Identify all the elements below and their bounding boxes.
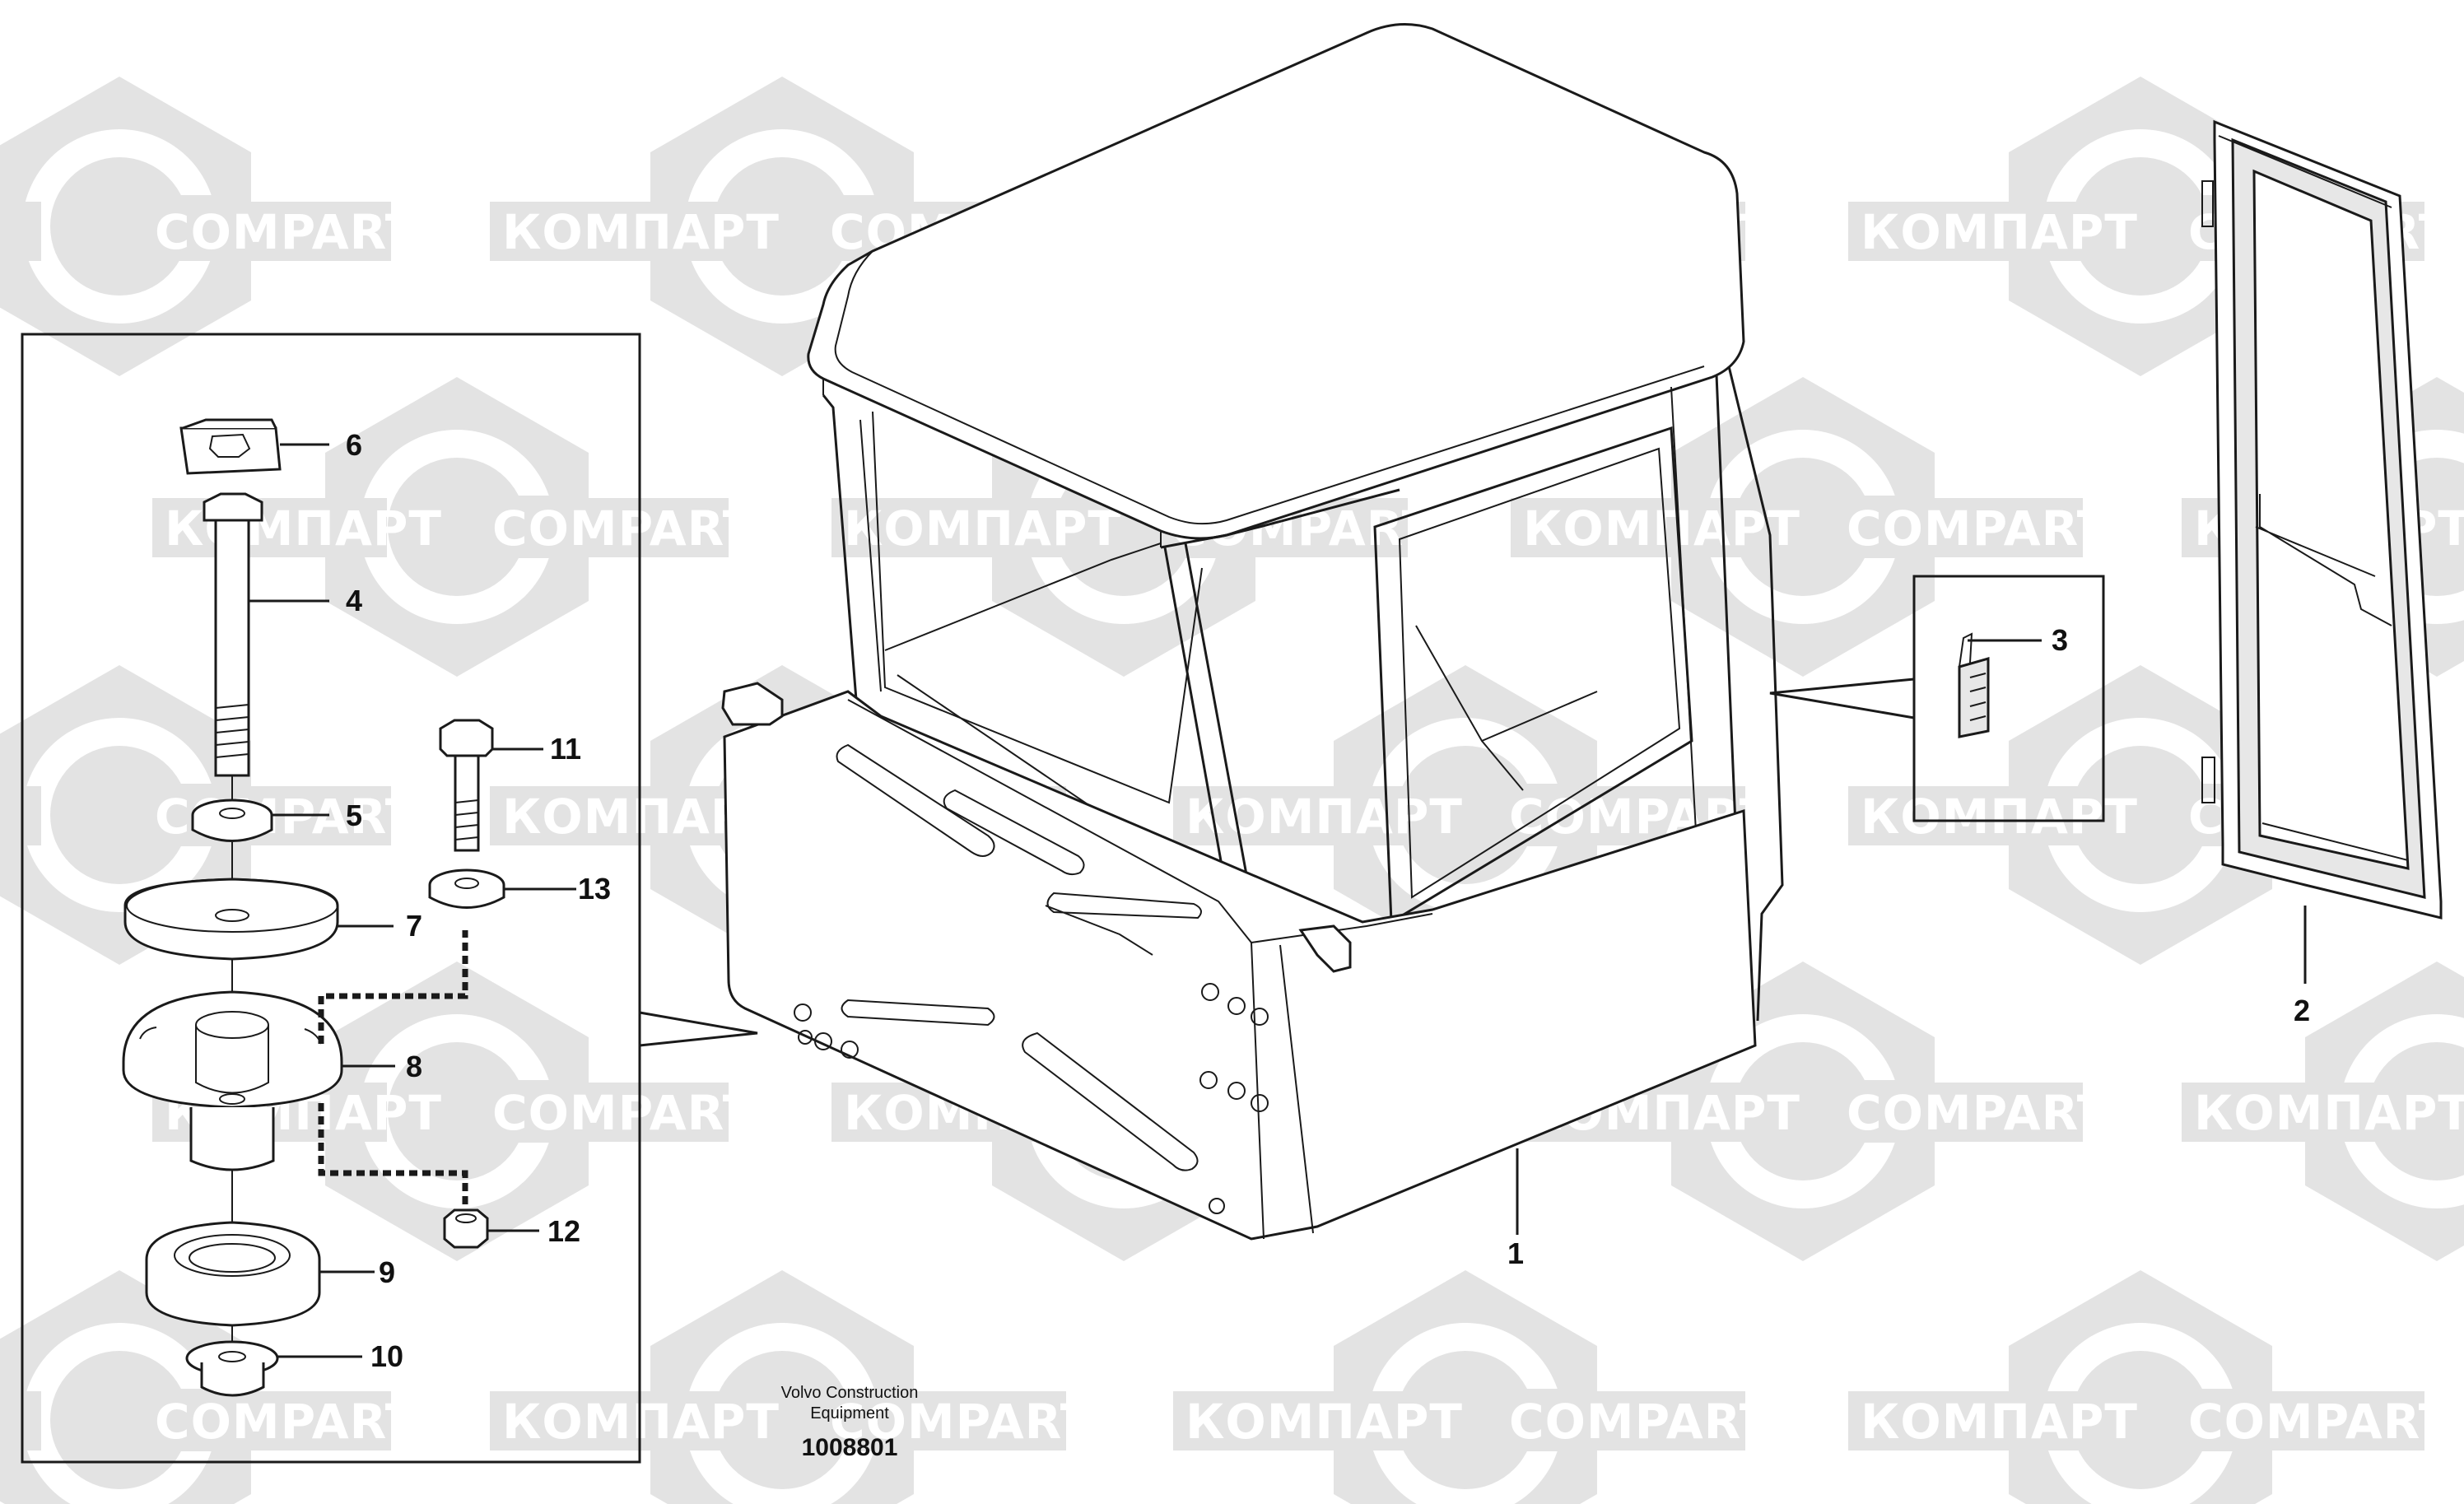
drawing-number: 1008801 (802, 1434, 898, 1461)
watermark-text-latin: COMPART (1509, 1394, 1772, 1450)
watermark-text-cyrillic: КОМПАРТ (1185, 1394, 1463, 1450)
caption-company-line1: Volvo Construction (781, 1384, 919, 1402)
watermark-text-latin: COMPART (155, 1394, 418, 1450)
watermark-text-latin: COMPART (492, 1085, 756, 1141)
door-frame-part (2201, 119, 2443, 984)
callout-7: 7 (406, 909, 422, 943)
watermark-text-latin: COMPART (1847, 501, 2110, 556)
watermark-text-cyrillic: КОМПАРТ (844, 501, 1121, 556)
callout-4: 4 (346, 584, 362, 617)
callout-13: 13 (578, 872, 611, 906)
callout-3: 3 (2052, 623, 2068, 657)
watermark-text-cyrillic: КОМПАРТ (2194, 1085, 2464, 1141)
cab-assembly (721, 23, 1784, 1241)
callout-11: 11 (550, 732, 581, 766)
watermark-text-latin: COMPART (155, 204, 418, 260)
watermark-text-latin: COMPART (1847, 1085, 2110, 1141)
caption-company-line2: Equipment (810, 1404, 889, 1423)
callout-1: 1 (1507, 1236, 1524, 1270)
seal-detail-box (1769, 575, 2105, 822)
callout-6: 6 (346, 428, 362, 462)
callout-8: 8 (406, 1050, 422, 1083)
callout-10: 10 (370, 1339, 403, 1373)
mounting-detail-inset (21, 333, 758, 1464)
watermark-text-latin: COMPART (830, 1394, 1093, 1450)
callout-5: 5 (346, 799, 362, 832)
callout-12: 12 (547, 1214, 580, 1248)
callout-9: 9 (379, 1255, 395, 1289)
watermark-text-cyrillic: КОМПАРТ (1861, 789, 2138, 845)
watermark-text-cyrillic: КОМПАРТ (1861, 204, 2138, 260)
callout-2: 2 (2294, 994, 2310, 1027)
watermark-text-latin: COMPART (2188, 1394, 2452, 1450)
watermark-text-cyrillic: КОМПАРТ (1523, 501, 1800, 556)
watermark-text-latin: COMPART (492, 501, 756, 556)
watermark-text-cyrillic: КОМПАРТ (502, 204, 780, 260)
watermark-text-cyrillic: КОМПАРТ (1185, 789, 1463, 845)
watermark-text-cyrillic: КОМПАРТ (1861, 1394, 2138, 1450)
